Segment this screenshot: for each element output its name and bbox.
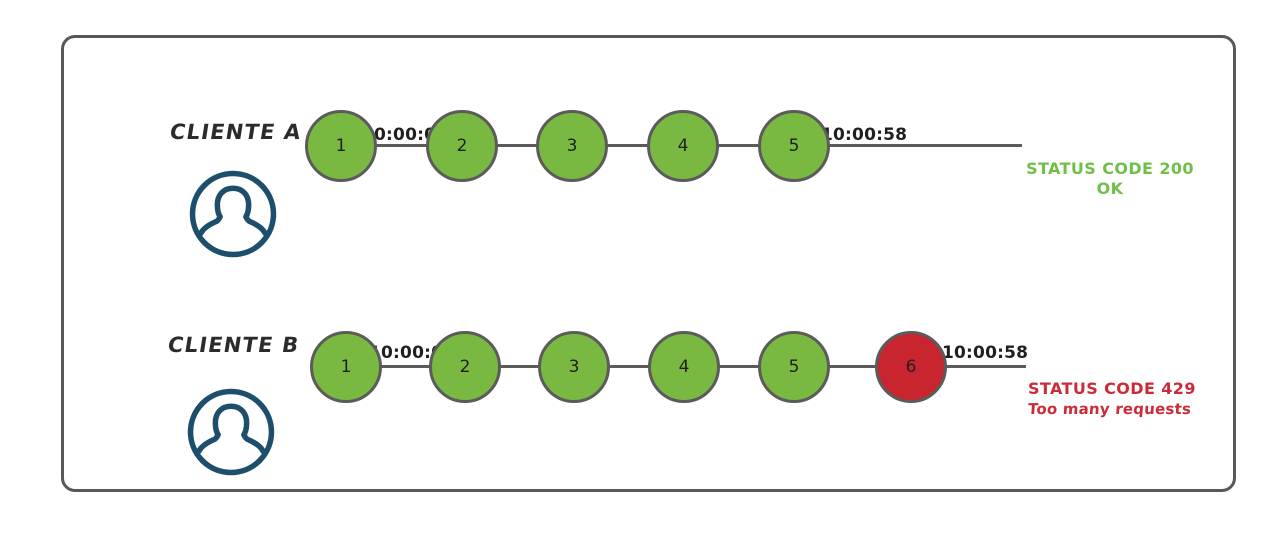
status-code-429-text: STATUS CODE 429 Too many requests xyxy=(1027,379,1228,419)
connector-b-3-4 xyxy=(596,365,650,368)
request-node-label: 3 xyxy=(566,136,578,156)
request-node-a-5[interactable]: 5 xyxy=(758,110,830,182)
request-node-b-5[interactable]: 5 xyxy=(758,331,830,403)
status-line-2: OK xyxy=(1096,179,1124,198)
request-node-label: 5 xyxy=(788,136,800,156)
connector-a-1-2 xyxy=(369,144,429,147)
status-line-1: STATUS CODE 429 xyxy=(1028,379,1196,398)
connector-a-2-3 xyxy=(484,144,540,147)
request-node-b-6[interactable]: 6 xyxy=(875,331,947,403)
connector-b-4-5 xyxy=(705,365,761,368)
status-code-200-text: STATUS CODE 200 OK xyxy=(1026,159,1194,199)
request-node-label: 6 xyxy=(905,357,917,377)
connector-a-4-5 xyxy=(704,144,762,147)
diagram-panel: CLIENTE A 10:00:00 10:00:58 1 2 3 4 xyxy=(61,35,1236,492)
connector-b-5-6 xyxy=(816,365,878,368)
request-node-b-1[interactable]: 1 xyxy=(310,331,382,403)
request-node-b-3[interactable]: 3 xyxy=(538,331,610,403)
request-node-a-1[interactable]: 1 xyxy=(305,110,377,182)
timestamp-a-end: 10:00:58 xyxy=(821,125,908,145)
request-node-label: 1 xyxy=(340,357,352,377)
connector-b-2-3 xyxy=(487,365,541,368)
timestamp-b-end: 10:00:58 xyxy=(942,343,1029,363)
request-node-label: 4 xyxy=(678,357,690,377)
client-b-label: CLIENTE B xyxy=(166,333,302,357)
request-node-label: 4 xyxy=(677,136,689,156)
request-node-b-4[interactable]: 4 xyxy=(648,331,720,403)
user-avatar-icon xyxy=(187,168,279,260)
request-node-b-2[interactable]: 2 xyxy=(429,331,501,403)
connector-b-1-2 xyxy=(376,365,432,368)
connector-a-3-4 xyxy=(594,144,650,147)
request-node-a-4[interactable]: 4 xyxy=(647,110,719,182)
status-line-2: Too many requests xyxy=(1027,400,1192,418)
request-node-label: 2 xyxy=(456,136,468,156)
request-node-label: 3 xyxy=(568,357,580,377)
status-line-1: STATUS CODE 200 xyxy=(1026,159,1194,178)
request-node-label: 2 xyxy=(459,357,471,377)
connector-b-6-status xyxy=(944,365,1026,368)
connector-a-5-status xyxy=(816,144,1022,147)
client-a-label: CLIENTE A xyxy=(168,120,304,144)
request-node-label: 1 xyxy=(335,136,347,156)
user-avatar-icon xyxy=(185,386,277,478)
request-node-a-2[interactable]: 2 xyxy=(426,110,498,182)
request-node-label: 5 xyxy=(788,357,800,377)
request-node-a-3[interactable]: 3 xyxy=(536,110,608,182)
